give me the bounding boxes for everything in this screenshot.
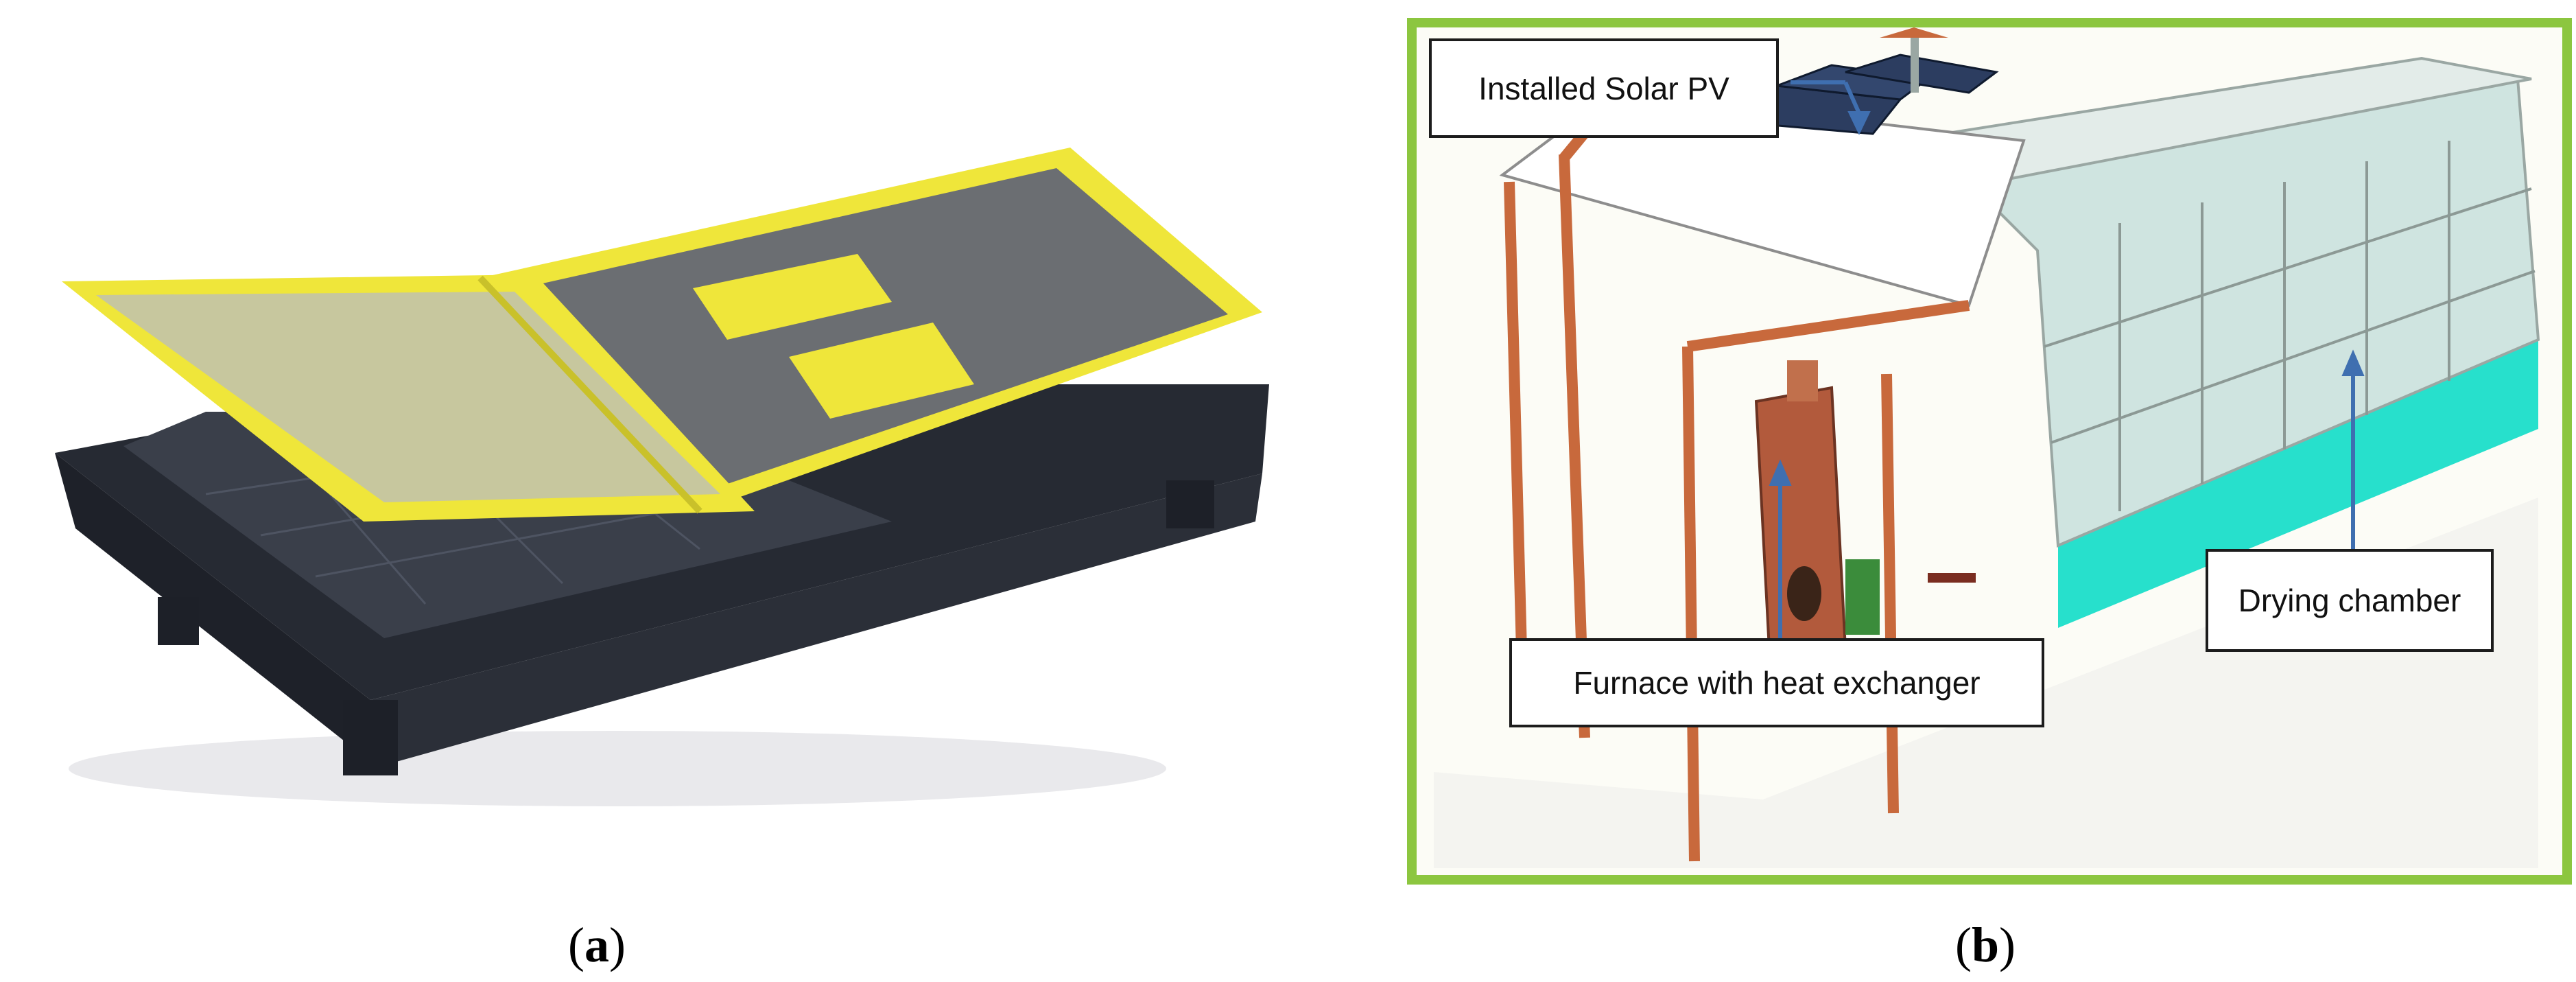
solar-pv-label: Installed Solar PV — [1429, 38, 1779, 138]
tray-drawing — [55, 148, 1269, 806]
tray-shadow — [69, 731, 1166, 806]
tray-left-side — [55, 453, 370, 762]
lid-crossbar — [693, 254, 892, 340]
tray-foot — [1166, 480, 1214, 528]
furnace-door — [1787, 566, 1821, 621]
lid-open-mesh — [96, 292, 720, 502]
lid-crossbar — [789, 323, 974, 419]
dryer-drawing — [1407, 18, 2572, 885]
chimney-pipe — [1911, 38, 1919, 93]
timber-frame — [1504, 95, 1970, 862]
panel-a-tray-illustration — [55, 148, 1269, 806]
lid-fixed-mesh — [521, 168, 1228, 489]
tray-foot — [343, 700, 398, 775]
blower-unit — [1845, 559, 1880, 635]
teal-base — [2058, 340, 2538, 628]
lid-hinge — [477, 275, 702, 514]
furnace-brick — [1754, 386, 1847, 664]
tray-foot — [158, 597, 199, 645]
side-table — [1928, 573, 1976, 583]
furnace-stack — [1787, 360, 1818, 401]
furnace-label: Furnace with heat exchanger — [1509, 638, 2044, 727]
drying-chamber-label: Drying chamber — [2206, 549, 2494, 652]
callout-arrows — [1769, 80, 2365, 648]
caption-a: (a) — [568, 917, 626, 972]
ground — [1434, 498, 2538, 868]
solar-panel — [1845, 54, 1999, 94]
caption-b: (b) — [1954, 917, 2016, 972]
panel-b-solar-dryer-diagram — [1406, 17, 2573, 885]
caption-a-letter: a — [584, 917, 609, 972]
caption-b-letter: b — [1971, 917, 2000, 972]
chimney-cap — [1880, 27, 1948, 38]
glass-grid — [2044, 141, 2536, 511]
tray-front-side — [370, 474, 1262, 765]
